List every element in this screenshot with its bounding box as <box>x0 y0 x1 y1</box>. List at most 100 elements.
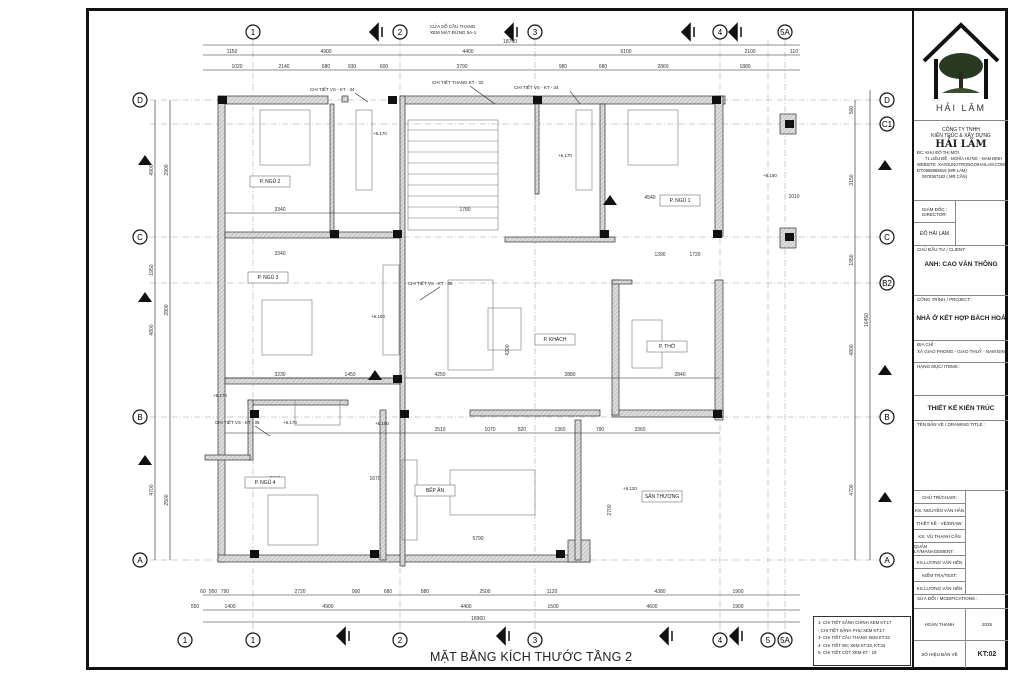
level-mark: +6.150 <box>763 173 777 178</box>
level-mark: +6.150 <box>375 421 389 426</box>
note: 4- CHI TIẾT WC XEM KT:33, KT:34 <box>818 642 886 648</box>
room-name: P. KHÁCH <box>544 336 567 343</box>
room-name: P. THỜ <box>659 343 676 350</box>
client-name: ANH: CAO VĂN THÔNG <box>924 261 998 268</box>
project-row: CÔNG TRÌNH / PROJECT : NHÀ Ở KẾT HỢP BÁC… <box>914 296 1008 341</box>
column <box>785 233 794 241</box>
room-tag <box>244 476 286 489</box>
dimension-text: 1950 <box>849 254 855 265</box>
dimension-text: 2140 <box>278 64 289 70</box>
section-marker <box>138 155 152 165</box>
grid-bubble-label: 5A <box>780 28 790 37</box>
grid-bubble-circle <box>132 409 148 425</box>
grid-bubble-label: D <box>137 96 143 105</box>
wall <box>611 279 633 285</box>
company-line: CÔNG TY TNHH <box>942 127 980 133</box>
wall <box>217 95 226 563</box>
dimension-text: 4900 <box>149 164 155 175</box>
dimension-text: 1400 <box>224 604 235 610</box>
wall <box>599 103 606 240</box>
grid-bubble: 5A <box>777 632 793 648</box>
dining-table <box>449 469 536 516</box>
section-marker <box>878 365 892 375</box>
grid-bubble: D <box>879 92 895 108</box>
dimension-text: 6100 <box>620 49 631 55</box>
section-marker <box>658 626 673 646</box>
room-tag <box>247 271 289 284</box>
dimension-text: 4800 <box>849 344 855 355</box>
dimension-text: 4600 <box>646 604 657 610</box>
dimension-text: 2840 <box>674 372 685 378</box>
wall <box>217 95 329 105</box>
column <box>388 96 397 104</box>
column <box>370 550 379 558</box>
dimension-text: 1900 <box>732 604 743 610</box>
grid-bubble-label: 3 <box>533 636 538 645</box>
grid-bubble-circle <box>879 92 895 108</box>
company-website: WEBSITE :XAYDUNGTRONGOIHAILAM.COM <box>917 162 1005 167</box>
section-marker <box>878 160 892 170</box>
dimension-text: 680 <box>322 64 331 70</box>
dimension-text: 600 <box>380 64 389 70</box>
dimension-text: 4700 <box>849 484 855 495</box>
column <box>713 230 722 238</box>
leader-line <box>469 85 496 105</box>
client-label: CHỦ ĐẦU TƯ / CLIENT: <box>917 247 966 252</box>
note: 3- CHI TIẾT CẦU THANG XEM KT:32 <box>818 635 890 640</box>
column <box>533 96 542 104</box>
grid-bubble-label: 1 <box>251 636 256 645</box>
dimension-text: 790 <box>221 589 230 595</box>
note: 1- CHI TIẾT SẢNH CHÍNH XEM KT:17 <box>818 620 892 625</box>
level-mark: +6.170 <box>213 393 227 398</box>
dimension-text: 790 <box>596 427 605 433</box>
project-address: XÃ GIAO PHONG - GIAO THUỶ - NAM ĐỊNH <box>917 349 1009 354</box>
project-label: CÔNG TRÌNH / PROJECT : <box>917 297 973 302</box>
dimension-text: 1010 <box>788 194 799 200</box>
wall <box>329 103 335 235</box>
dimension-text: 1360 <box>554 427 565 433</box>
leader-line <box>569 90 581 105</box>
company-logo: HẢI LÂM <box>922 22 1000 113</box>
grid-bubble: 2 <box>392 632 408 648</box>
wall <box>247 399 254 461</box>
grid-bubble-circle <box>245 24 261 40</box>
dimension-text: 2500 <box>479 589 490 595</box>
level-mark: +6.170 <box>558 153 572 158</box>
grid-bubble: B <box>132 409 148 425</box>
dimension-text: 4400 <box>460 604 471 610</box>
grid-bubble-circle <box>132 229 148 245</box>
column <box>713 410 722 418</box>
columns <box>218 96 794 558</box>
wall <box>714 279 724 421</box>
grid-bubble: C <box>879 229 895 245</box>
callout-text: XEM MẶT ĐỨNG 5A-1 <box>430 29 477 35</box>
dimension-text: 3230 <box>274 372 285 378</box>
grid-bubble: C <box>132 229 148 245</box>
dimension-text: 1670 <box>369 476 380 482</box>
dimension-text: 1720 <box>689 252 700 258</box>
dimension-text: 2100 <box>744 49 755 55</box>
section-marker <box>368 22 383 42</box>
callout-text: CHI TIẾT THANG KT - 32 <box>432 79 484 85</box>
grid-bubble: 1 <box>245 632 261 648</box>
wc-fixtures <box>575 109 593 191</box>
grid-bubble: B <box>879 409 895 425</box>
leader-line <box>254 425 271 437</box>
grid-bubble-label: 2 <box>398 28 403 37</box>
grid-bubble-circle <box>132 552 148 568</box>
dimension-text: 4700 <box>149 484 155 495</box>
grid-bubble-label: D <box>884 96 890 105</box>
staircase <box>407 119 499 231</box>
column <box>218 96 227 104</box>
dimension-text: 110 <box>790 49 798 55</box>
modifications-row: SỬA ĐỔI / MODIFICATIONS : <box>914 595 1008 609</box>
management-name: KS.LƯƠNG VĂN HẾN <box>914 556 966 569</box>
grid-bubble-circle <box>712 632 728 648</box>
grid-bubble-label: 1 <box>183 636 188 645</box>
dimension-text: 18760 <box>503 39 517 45</box>
wc-fixtures <box>294 399 341 426</box>
wall <box>341 95 349 103</box>
